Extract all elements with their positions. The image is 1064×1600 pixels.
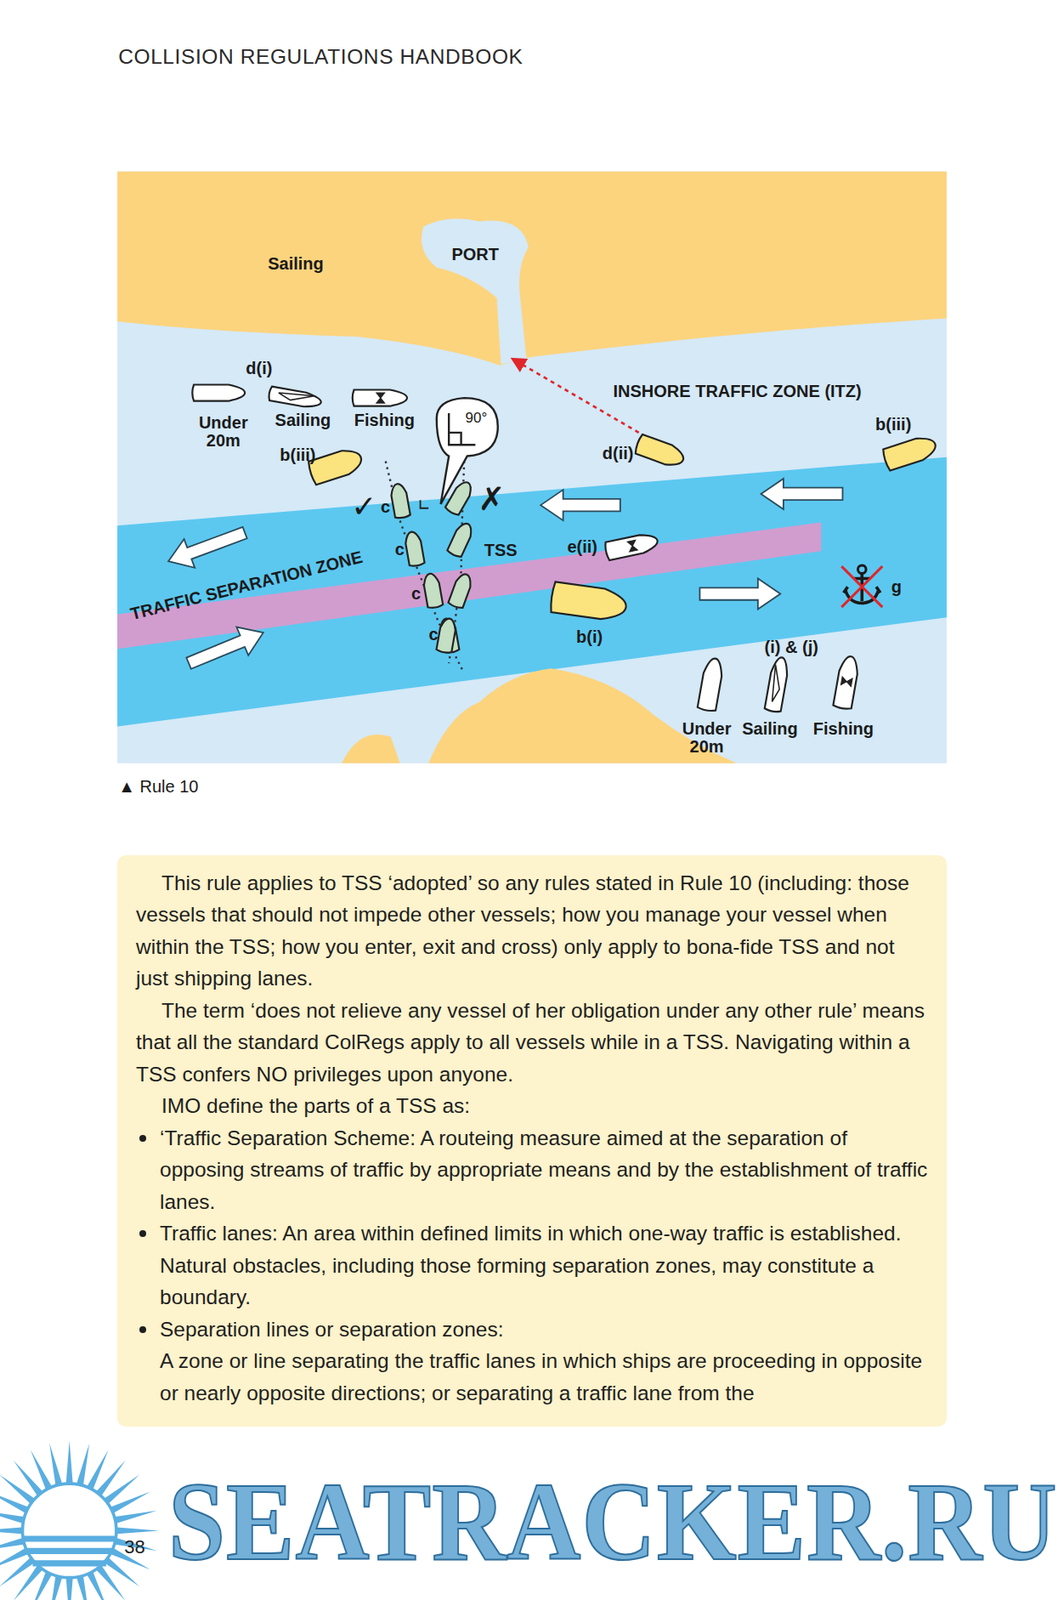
map-label: b(iii) [279, 446, 316, 465]
traffic-direction-arrow [699, 578, 781, 610]
route-arrow [513, 358, 653, 441]
logo-ray [112, 1510, 158, 1524]
vessel [549, 581, 629, 623]
vessel [696, 656, 725, 713]
body-paragraph: The term ‘does not relieve any vessel of… [135, 994, 929, 1091]
logo-ray [113, 1526, 159, 1534]
map-label: c [411, 584, 421, 603]
body-paragraph: Separation lines or separation zones: [135, 1313, 929, 1346]
map-label: c [428, 625, 438, 644]
land [428, 667, 736, 764]
logo-ray [75, 1442, 90, 1488]
crossing-vessel [435, 616, 458, 654]
sailing-vessel [267, 385, 323, 409]
map-label: b(iii) [875, 415, 912, 434]
running-header: COLLISION REGULATIONS HANDBOOK [118, 45, 523, 68]
right-angle-symbol [420, 499, 430, 509]
map-label: ✗ [477, 482, 505, 517]
body-paragraph: This rule applies to TSS ‘adopted’ so an… [135, 866, 929, 995]
traffic-direction-arrow [186, 627, 263, 669]
sailing-vessel [764, 656, 790, 714]
land [341, 734, 400, 764]
crossing-vessel [444, 478, 476, 516]
map-label: g [891, 577, 902, 596]
logo-ray [49, 1442, 63, 1488]
traffic-direction-arrow [760, 478, 843, 510]
logo-ray [30, 1448, 54, 1492]
fishing-vessel [604, 531, 660, 561]
fishing-vessel [832, 654, 861, 710]
logo-ray [0, 1526, 25, 1534]
logo-sun [22, 1482, 116, 1577]
crossing-vessel [422, 571, 444, 609]
body-paragraph: Traffic lanes: An area within defined li… [135, 1216, 929, 1314]
figure-caption: ▲ Rule 10 [118, 777, 199, 796]
map-label: PORT [451, 244, 499, 263]
body-paragraph: ‘Traffic Separation Scheme: A routeing m… [135, 1121, 929, 1218]
logo-ray [107, 1491, 151, 1515]
port-basin [421, 218, 529, 364]
map-label: c [395, 539, 405, 558]
anchor-symbol [841, 565, 883, 607]
map-label: c [380, 498, 391, 516]
map-label: Fishing [813, 718, 874, 737]
sea-area [117, 171, 947, 764]
vessel [192, 384, 245, 401]
traffic-direction-arrow [540, 489, 621, 521]
traffic-direction-arrow [168, 526, 248, 568]
crossing-vessel [447, 520, 476, 559]
map-label: Sailing [741, 718, 798, 737]
map-label: TSS [484, 540, 518, 559]
fishing-vessel [352, 389, 408, 406]
crossing-vessel [447, 571, 475, 610]
map-label: d(ii) [602, 443, 634, 462]
vessel [306, 445, 365, 485]
map-label: 90° [465, 410, 488, 426]
map-label: Under 20m [682, 719, 732, 756]
crossing-track [385, 461, 463, 670]
body-paragraph: A zone or line separating the traffic la… [135, 1344, 929, 1409]
map-label: b(i) [576, 627, 603, 646]
map-label: Sailing [267, 254, 324, 272]
page-number: 38 [124, 1537, 145, 1557]
logo-ray [65, 1440, 73, 1486]
map-label: ✓ [350, 490, 377, 523]
watermark: SEATRACKER.RU [168, 1462, 1058, 1581]
crossing-vessel [389, 482, 411, 520]
map-label: Fishing [354, 411, 415, 430]
logo-waves [22, 1538, 116, 1563]
vessel [882, 433, 940, 471]
map-label: d(i) [245, 359, 272, 378]
vessel [633, 433, 687, 470]
map-label: INSHORE TRAFFIC ZONE (ITZ) [612, 381, 861, 400]
land [117, 171, 947, 366]
text-panel: This rule applies to TSS ‘adopted’ so an… [117, 854, 947, 1427]
crossing-vessel [403, 530, 425, 567]
map-label: Sailing [275, 411, 332, 430]
map-label: (i) & (j) [764, 637, 819, 656]
map-label: Under 20m [198, 413, 249, 450]
body-paragraph: IMO define the parts of a TSS as: [135, 1089, 929, 1122]
logo-ray [65, 1574, 73, 1600]
map-label: e(ii) [566, 537, 598, 556]
